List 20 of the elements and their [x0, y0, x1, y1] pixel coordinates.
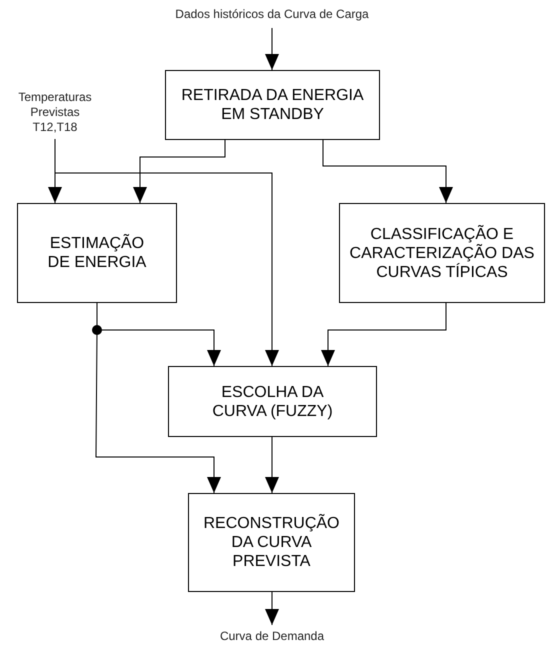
flow-label: Temperaturas Previstas T12,T18: [17, 90, 93, 134]
box-label: RETIRADA DA ENERGIA EM STANDBY: [180, 86, 365, 124]
process-box: [339, 203, 545, 303]
arrow: [265, 436, 279, 494]
arrow: [133, 140, 226, 204]
arrow: [54, 138, 279, 366]
process-box: [17, 203, 177, 303]
box-label: ESCOLHA DA CURVA (FUZZY): [211, 382, 334, 420]
box-label: RECONSTRUÇÃO DA CURVA PREVISTA: [202, 514, 340, 571]
arrow: [265, 28, 279, 70]
box-label: CLASSIFICAÇÃO E CARACTERIZAÇÃO DAS CURVAS TÍPICAS: [348, 224, 536, 282]
arrow: [321, 302, 446, 366]
process-box: [188, 493, 355, 592]
arrow: [322, 140, 453, 204]
arrow: [265, 592, 279, 626]
flow-label: Dados históricos da Curva de Carga: [175, 6, 369, 22]
process-box: [165, 70, 380, 140]
box-label: ESTIMAÇÃO DE ENERGIA: [46, 234, 148, 272]
flow-label: Curva de Demanda: [220, 628, 324, 644]
process-box: [168, 366, 377, 437]
